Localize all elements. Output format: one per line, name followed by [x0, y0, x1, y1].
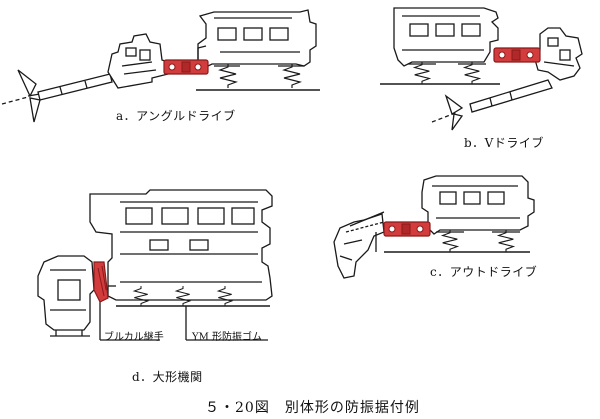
engine-b: [393, 7, 499, 67]
panel-c-outdrive: [333, 175, 535, 279]
caption-c: c．アウトドライブ: [430, 265, 538, 279]
propeller-shaft-a: [37, 73, 113, 101]
caption-d: d．大形機関: [132, 370, 203, 384]
outdrive-unit-c: [333, 211, 385, 279]
angle-drive-gearbox-a: [107, 33, 169, 89]
bulkhead-coupling-d: [93, 261, 109, 303]
large-engine-d: [89, 189, 273, 301]
flexible-coupling-c: [383, 221, 431, 237]
engine-c: [421, 175, 535, 235]
engine-a: [197, 9, 317, 69]
caption-b: b．Vドライブ: [464, 136, 544, 150]
panel-d-large-engine: [37, 189, 273, 341]
figure-title: ５・20図 別体形の防振据付例: [205, 400, 420, 416]
panel-a-angle-drive: [1, 9, 320, 123]
callout-coupling-label: ブルカル継手: [104, 332, 164, 343]
callout-mount-label: YM 形防振ゴム: [192, 332, 263, 343]
propeller-b: [431, 94, 464, 131]
v-drive-gearbox-b: [533, 27, 583, 81]
propeller-shaft-b: [469, 79, 553, 113]
flexible-coupling-a: [163, 59, 209, 75]
propeller-a: [1, 69, 41, 123]
panel-b-v-drive: [380, 7, 583, 131]
flexible-coupling-b: [493, 47, 541, 63]
caption-a: a．アングルドライブ: [116, 109, 236, 123]
reduction-gear-d: [37, 255, 95, 337]
